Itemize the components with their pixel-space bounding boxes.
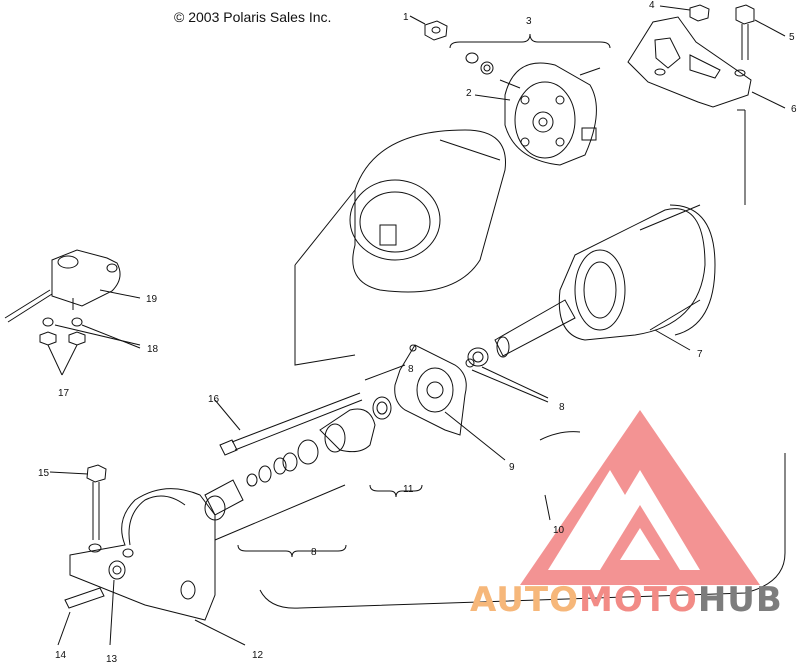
callout-5: 5 [789, 32, 795, 43]
callout-6: 6 [791, 104, 797, 115]
leader-14 [57, 611, 71, 646]
bolt-5 [735, 4, 755, 60]
brace-8 [237, 544, 347, 558]
hardware-17-18 [39, 317, 86, 346]
leader-9 [444, 411, 506, 461]
leader-6 [751, 91, 786, 109]
outline-10 [539, 431, 581, 521]
callout-7: 7 [697, 349, 703, 360]
leader-13 [109, 579, 115, 646]
brace-3 [449, 33, 611, 49]
callout-12: 12 [252, 650, 264, 661]
brace-11 [369, 484, 423, 498]
callout-1: 1 [403, 12, 409, 23]
nut-1 [424, 20, 448, 41]
callout-3: 3 [526, 16, 532, 27]
callout-4: 4 [649, 0, 655, 11]
armature-7 [494, 204, 716, 358]
watermark-text: AUTOMOTOHUB [470, 580, 783, 620]
callout-8: 8 [559, 402, 565, 413]
callout-14: 14 [55, 650, 67, 661]
through-bolt-16 [219, 392, 363, 456]
callout-17: 17 [58, 388, 70, 399]
leader-19 [99, 289, 141, 299]
leader-17a [47, 344, 63, 376]
callout-8: 8 [311, 547, 317, 558]
callout-11: 11 [403, 484, 414, 495]
watermark-logo [520, 410, 760, 585]
callout-18: 18 [147, 344, 159, 355]
leader-16 [214, 399, 241, 431]
callout-15: 15 [38, 468, 50, 479]
bolt-14 [64, 587, 105, 609]
leader-4 [659, 5, 691, 11]
callout-13: 13 [106, 654, 118, 662]
commutator-end-cap [499, 62, 601, 166]
washer-13 [108, 560, 126, 580]
watermark-part-hub: HUB [697, 580, 783, 620]
drive-assembly-11 [246, 408, 376, 487]
leader-1 [409, 15, 426, 25]
leader-18b [81, 324, 141, 349]
copyright-notice: © 2003 Polaris Sales Inc. [174, 9, 332, 25]
solenoid-19 [4, 249, 121, 323]
starter-housing [349, 129, 506, 293]
callout-9: 9 [509, 462, 515, 473]
callout-19: 19 [146, 294, 158, 305]
callout-8: 8 [408, 364, 414, 375]
assembly-outline [214, 364, 786, 609]
leader-18a [54, 324, 141, 346]
leader-15 [49, 471, 89, 475]
callout-2: 2 [466, 88, 472, 99]
mounting-bracket-12 [69, 488, 216, 621]
callout-16: 16 [208, 394, 220, 405]
callout-10: 10 [553, 525, 565, 536]
bushing [204, 479, 244, 521]
leader-8a [481, 366, 549, 399]
mounting-bracket-6 [627, 16, 752, 108]
watermark-part-moto: MOTO [578, 580, 698, 620]
leader-12 [194, 619, 246, 646]
leader-8b [471, 369, 549, 403]
washers-8-right [465, 347, 489, 368]
leader-5 [754, 19, 786, 37]
leader-17b [61, 344, 78, 376]
bolt-15 [86, 464, 107, 540]
leader-box [294, 109, 746, 366]
watermark-part-auto: AUTO [470, 580, 579, 620]
drive-end-plate-9 [372, 344, 467, 436]
leader-7 [654, 329, 691, 351]
leader-2 [474, 94, 511, 101]
nut-4 [689, 4, 710, 22]
washer-nut-3 [465, 52, 494, 75]
